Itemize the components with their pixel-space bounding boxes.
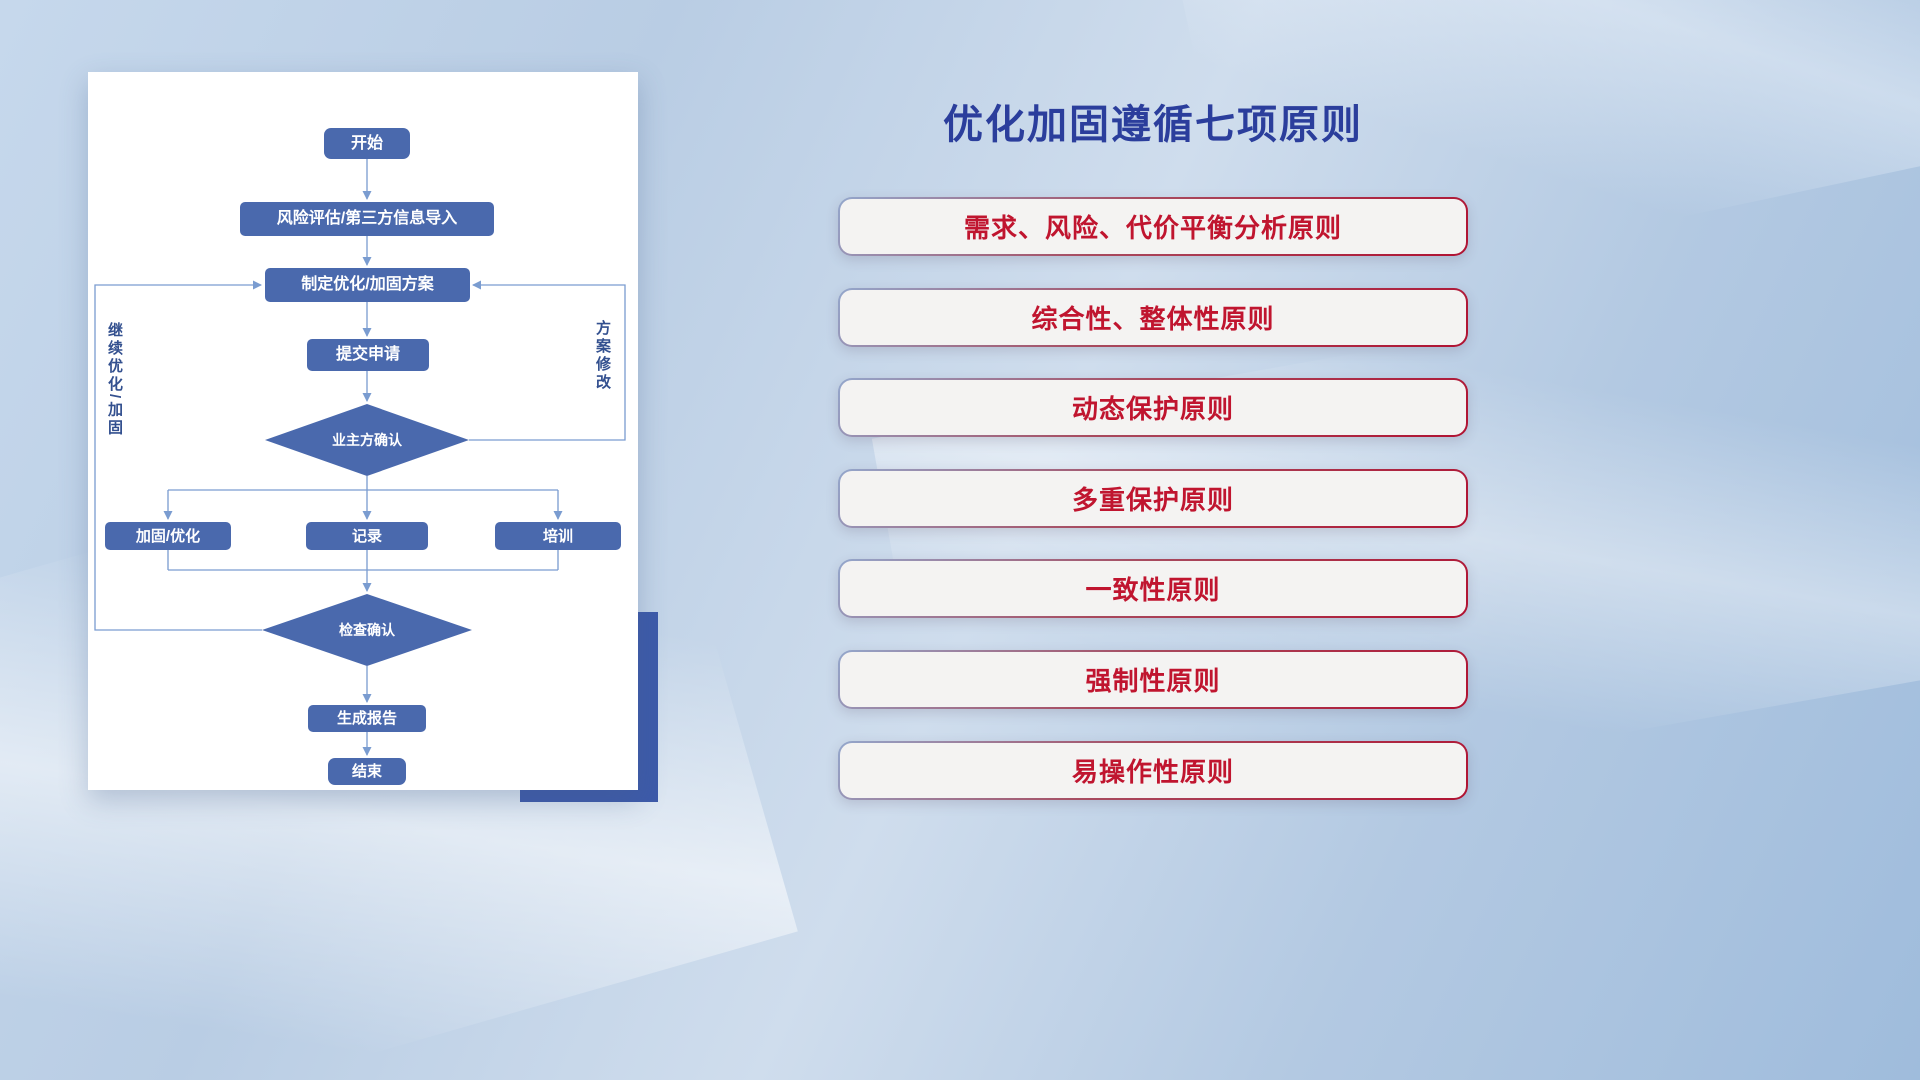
flow-node-training: 培训 [495, 522, 621, 550]
principle-item: 多重保护原则 [838, 469, 1468, 528]
flow-node-harden-optimize: 加固/优化 [105, 522, 231, 550]
flowchart-panel: 开始 风险评估/第三方信息导入 制定优化/加固方案 提交申请 业主方确认 加固/… [88, 72, 638, 790]
flow-edge-label-plan-revision: 方案修改 [594, 320, 611, 392]
principle-item: 动态保护原则 [838, 378, 1468, 437]
principle-label: 综合性、整体性原则 [840, 290, 1466, 345]
flow-node-start: 开始 [324, 128, 410, 159]
principle-item: 需求、风险、代价平衡分析原则 [838, 197, 1468, 256]
flow-node-make-plan: 制定优化/加固方案 [265, 268, 470, 302]
principle-label: 动态保护原则 [840, 380, 1466, 435]
principle-label: 强制性原则 [840, 652, 1466, 707]
page-title: 优化加固遵循七项原则 [943, 103, 1363, 147]
flow-node-submit-application: 提交申请 [307, 339, 429, 371]
principle-label: 易操作性原则 [840, 743, 1466, 798]
flow-node-record: 记录 [306, 522, 428, 550]
principle-label: 需求、风险、代价平衡分析原则 [840, 199, 1466, 254]
principle-item: 综合性、整体性原则 [838, 288, 1468, 347]
principle-item: 强制性原则 [838, 650, 1468, 709]
background-streak [1169, 0, 1920, 310]
flow-edge-label-continue-optimize: 继续优化/加固 [106, 322, 123, 438]
principle-item: 易操作性原则 [838, 741, 1468, 800]
principle-label: 一致性原则 [840, 561, 1466, 616]
flow-node-generate-report: 生成报告 [308, 705, 426, 732]
principle-item: 一致性原则 [838, 559, 1468, 618]
flow-node-end: 结束 [328, 758, 406, 785]
flow-node-risk-assessment: 风险评估/第三方信息导入 [240, 202, 494, 236]
principle-label: 多重保护原则 [840, 471, 1466, 526]
